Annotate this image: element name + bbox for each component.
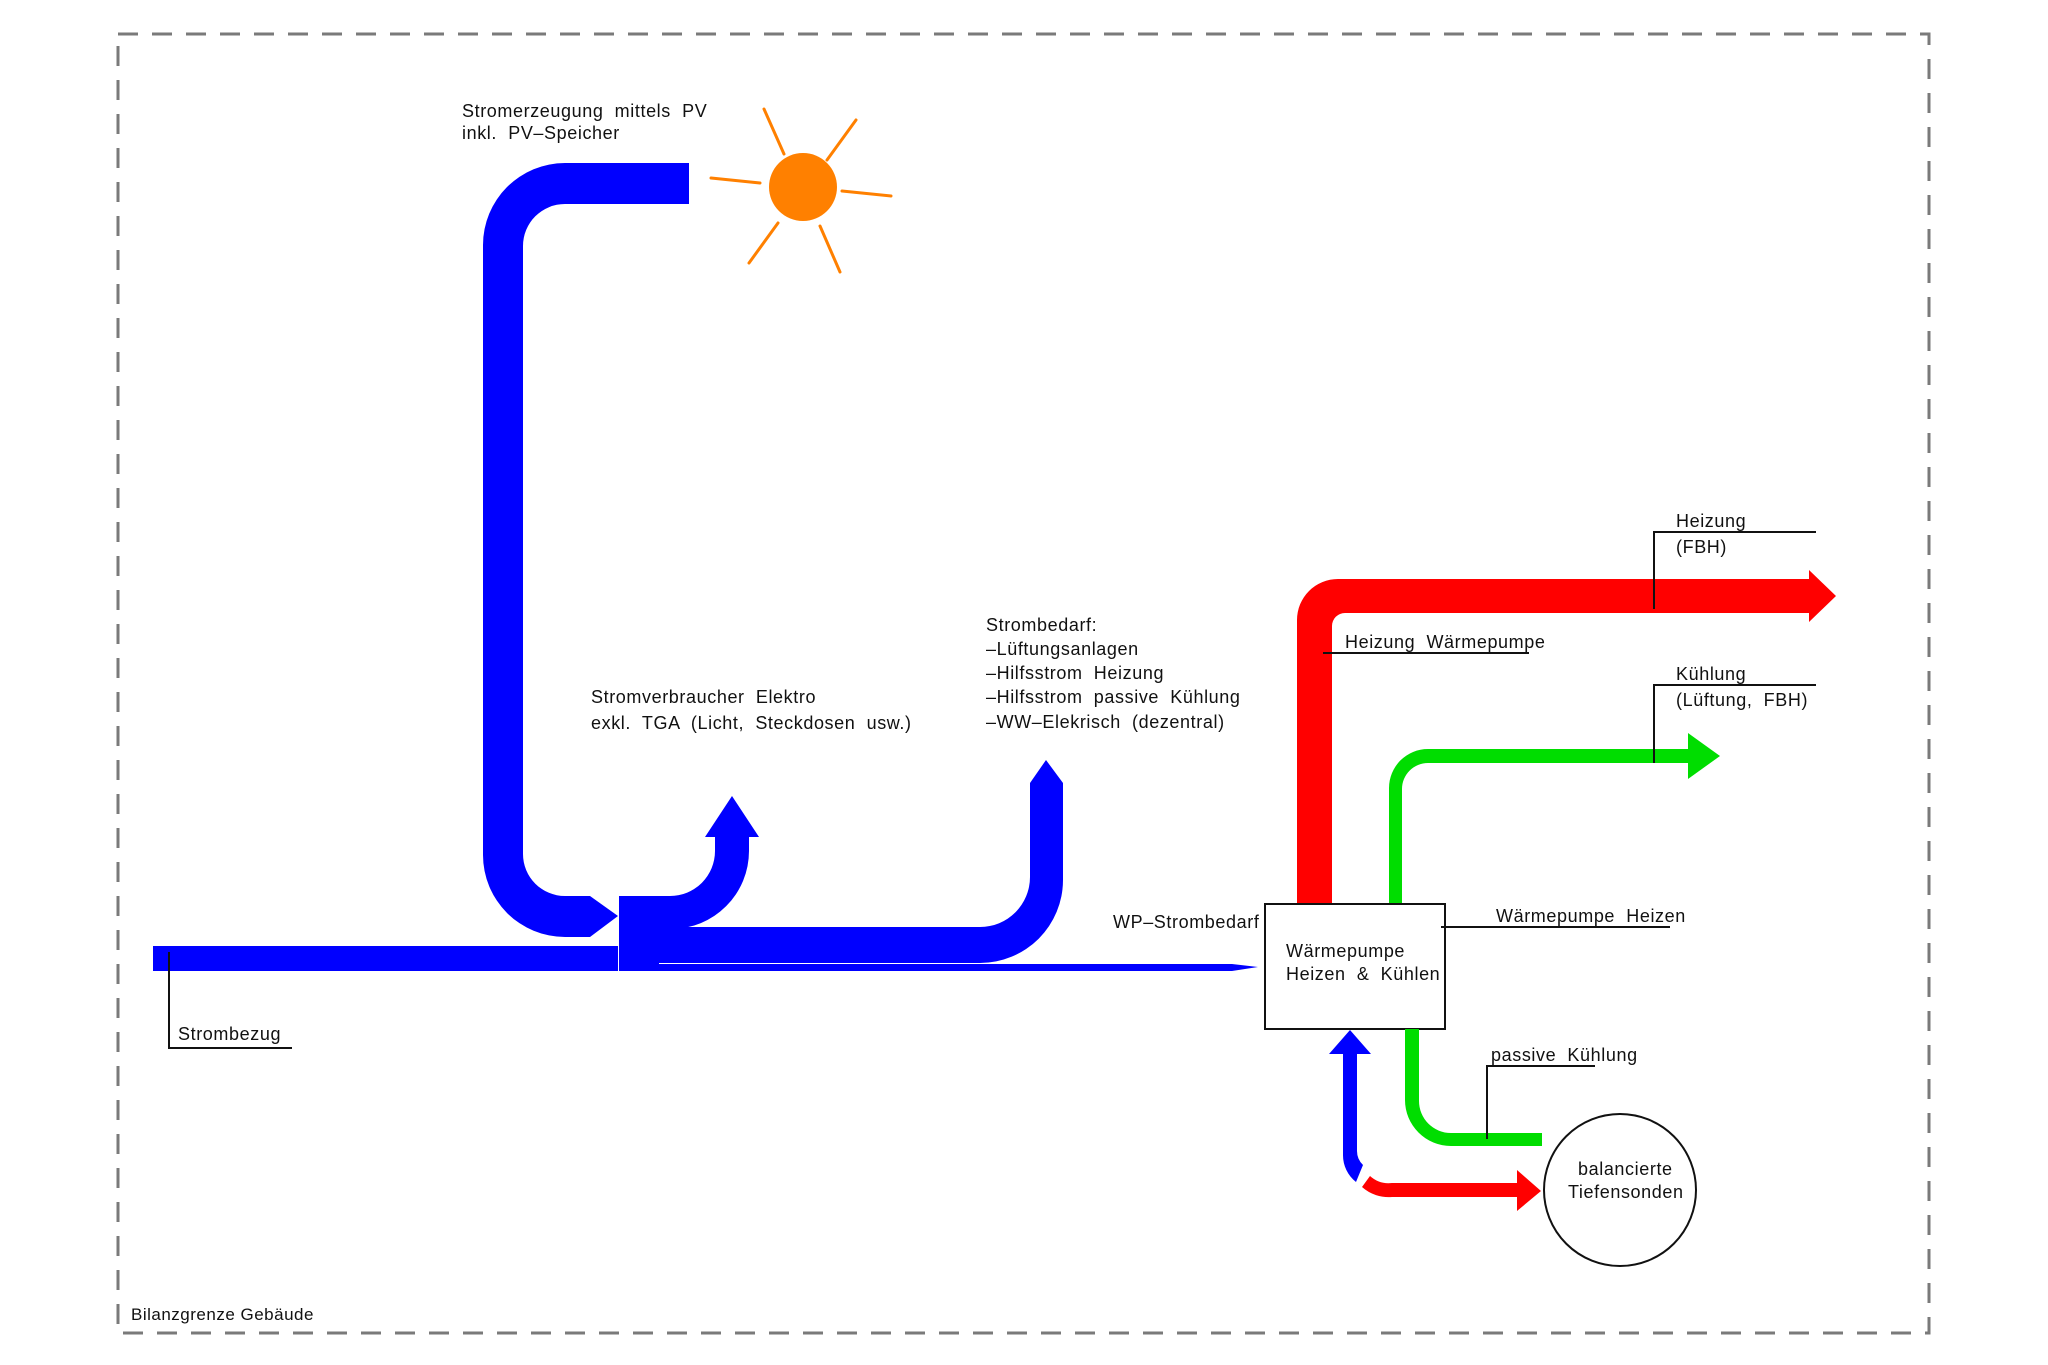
demand-label-line-3: –Hilfsstrom Heizung xyxy=(986,663,1164,683)
hp-to-ground-arrow xyxy=(1362,1170,1541,1211)
ground-probes-circle xyxy=(1543,1113,1697,1267)
building-boundary xyxy=(116,32,1931,1335)
heat-pump-label-line-1: Wärmepumpe xyxy=(1286,941,1405,961)
heating-out-leader xyxy=(1653,531,1816,609)
grid-supply-flow xyxy=(153,946,618,971)
passive-cooling-flow xyxy=(1405,1029,1542,1146)
grid-supply-label: Strombezug xyxy=(178,1024,281,1044)
hp-power-label: WP–Strombedarf xyxy=(1113,912,1260,932)
passive-cooling-label: passive Kühlung xyxy=(1491,1045,1638,1065)
sun-icon xyxy=(709,107,893,274)
consumers-label-line-2: exkl. TGA (Licht, Steckdosen usw.) xyxy=(591,713,912,733)
boundary-label: Bilanzgrenze Gebäude xyxy=(131,1305,314,1324)
cooling-out-label-line-2: (Lüftung, FBH) xyxy=(1676,690,1808,710)
ground-probes-label-line-2: Tiefensonden xyxy=(1568,1182,1684,1202)
pv-label-line-2: inkl. PV–Speicher xyxy=(462,123,620,143)
heating-hp-label: Heizung Wärmepumpe xyxy=(1345,632,1545,652)
hp-heating-label: Wärmepumpe Heizen xyxy=(1496,906,1686,926)
demand-label-line-5: –WW–Elekrisch (dezentral) xyxy=(986,712,1225,732)
heating-flow-arrow xyxy=(1297,570,1836,904)
heat-pump-label-line-2: Heizen & Kühlen xyxy=(1286,964,1440,984)
cooling-flow-arrow xyxy=(1389,733,1720,904)
hp-power-flow-arrow xyxy=(619,964,1258,971)
heating-out-label-line-1: Heizung xyxy=(1676,511,1746,531)
ground-to-hp-arrow xyxy=(1329,1030,1371,1182)
pv-flow-arrow xyxy=(483,163,689,937)
consumers-label-line-1: Stromverbraucher Elektro xyxy=(591,687,816,707)
passive-cooling-leader xyxy=(1486,1065,1595,1139)
demand-label-line-1: Strombedarf: xyxy=(986,615,1097,635)
consumers-flow-arrow xyxy=(655,796,759,929)
cooling-out-label-line-1: Kühlung xyxy=(1676,664,1746,684)
pv-label-line-1: Stromerzeugung mittels PV xyxy=(462,101,707,121)
demand-flow-arrow xyxy=(655,760,1063,963)
heating-out-label-line-2: (FBH) xyxy=(1676,537,1727,557)
heat-pump-box xyxy=(1264,903,1446,1030)
cooling-out-leader xyxy=(1653,684,1816,763)
ground-probes-label-line-1: balancierte xyxy=(1578,1159,1673,1179)
demand-label-line-4: –Hilfsstrom passive Kühlung xyxy=(986,687,1241,707)
demand-label-line-2: –Lüftungsanlagen xyxy=(986,639,1139,659)
grid-supply-leader xyxy=(168,952,292,1049)
junction-block xyxy=(619,896,659,971)
